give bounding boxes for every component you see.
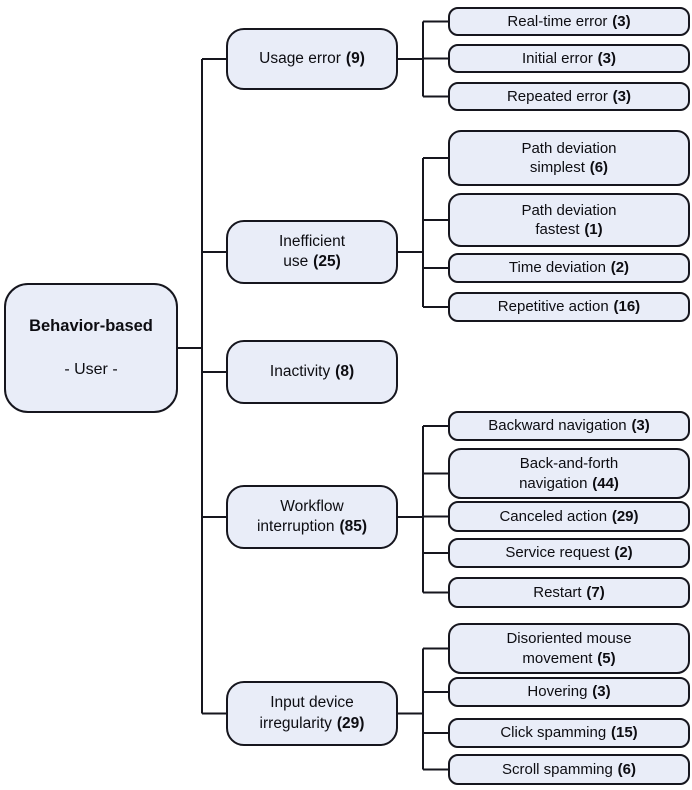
leaf-label: Back-and-forth navigation(44): [519, 455, 619, 492]
leaf-node-initial-error: Initial error(3): [448, 44, 690, 73]
leaf-label: Backward navigation(3): [488, 417, 650, 435]
branch-node-usage-error: Usage error(9): [226, 28, 398, 90]
leaf-label: Initial error(3): [522, 49, 616, 67]
leaf-node-restart: Restart(7): [448, 577, 690, 608]
leaf-label: Restart(7): [533, 583, 605, 601]
branch-node-inactivity: Inactivity(8): [226, 340, 398, 404]
leaf-node-real-time-error: Real-time error(3): [448, 7, 690, 36]
leaf-node-time-deviation: Time deviation(2): [448, 253, 690, 283]
root-title: Behavior-based: [29, 316, 153, 335]
leaf-label: Hovering(3): [527, 683, 611, 701]
leaf-node-repetitive-action: Repetitive action(16): [448, 292, 690, 322]
leaf-label: Service request(2): [505, 544, 633, 562]
leaf-node-scroll-spamming: Scroll spamming(6): [448, 754, 690, 785]
leaf-node-back-and-forth-navigation: Back-and-forth navigation(44): [448, 448, 690, 499]
leaf-label: Disoriented mouse movement(5): [506, 630, 632, 667]
leaf-node-hovering: Hovering(3): [448, 677, 690, 707]
leaf-node-service-request: Service request(2): [448, 538, 690, 568]
leaf-label: Real-time error(3): [507, 12, 631, 30]
leaf-node-click-spamming: Click spamming(15): [448, 718, 690, 748]
leaf-node-backward-navigation: Backward navigation(3): [448, 411, 690, 441]
leaf-node-path-deviation-simplest: Path deviation simplest(6): [448, 130, 690, 186]
branch-label: Inactivity(8): [269, 362, 355, 380]
leaf-label: Canceled action(29): [499, 507, 639, 525]
leaf-node-canceled-action: Canceled action(29): [448, 501, 690, 532]
branch-label: Inefficient use(25): [278, 232, 346, 270]
leaf-label: Time deviation(2): [508, 259, 630, 277]
root-node-behavior-based: Behavior-based - User -: [4, 283, 178, 413]
branch-label: Workflow interruption(85): [256, 497, 368, 535]
root-subtitle: - User -: [64, 361, 118, 379]
leaf-node-repeated-error: Repeated error(3): [448, 82, 690, 111]
leaf-label: Click spamming(15): [500, 724, 638, 742]
leaf-node-path-deviation-fastest: Path deviation fastest(1): [448, 193, 690, 247]
leaf-label: Repeated error(3): [506, 87, 632, 105]
branch-label: Usage error(9): [259, 49, 365, 67]
leaf-label: Repetitive action(16): [497, 298, 641, 316]
branch-label: Input device irregularity(29): [259, 694, 365, 732]
branch-node-input-device-irregularity: Input device irregularity(29): [226, 681, 398, 746]
leaf-label: Path deviation simplest(6): [521, 139, 617, 177]
root-node-label: Behavior-based - User -: [23, 294, 159, 401]
leaf-label: Scroll spamming(6): [501, 760, 636, 778]
branch-node-inefficient-use: Inefficient use(25): [226, 220, 398, 284]
branch-node-workflow-interruption: Workflow interruption(85): [226, 485, 398, 549]
leaf-node-disoriented-mouse-movement: Disoriented mouse movement(5): [448, 623, 690, 674]
leaf-label: Path deviation fastest(1): [521, 201, 617, 239]
